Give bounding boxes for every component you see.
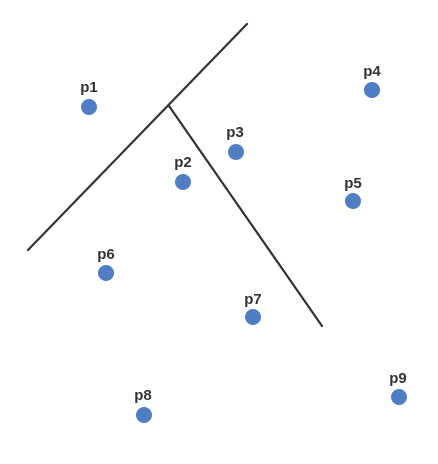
point-marker-p5	[345, 193, 361, 209]
point-marker-p4	[364, 82, 380, 98]
point-p9: p9	[389, 370, 407, 405]
point-label-p7: p7	[244, 291, 262, 308]
point-label-p6: p6	[97, 246, 115, 263]
point-label-p9: p9	[389, 370, 407, 387]
point-p3: p3	[226, 124, 244, 160]
point-label-p5: p5	[344, 175, 362, 192]
point-marker-p7	[245, 309, 261, 325]
point-label-p8: p8	[134, 387, 152, 404]
point-p7: p7	[244, 291, 262, 325]
point-label-p1: p1	[80, 79, 98, 96]
point-marker-p8	[136, 407, 152, 423]
point-p8: p8	[134, 387, 152, 423]
point-marker-p9	[391, 389, 407, 405]
point-p2: p2	[174, 154, 192, 190]
point-marker-p2	[175, 174, 191, 190]
point-marker-p6	[98, 265, 114, 281]
point-label-p4: p4	[363, 63, 381, 80]
dividing-line-branch	[167, 104, 324, 328]
point-p5: p5	[344, 175, 362, 209]
point-p1: p1	[80, 79, 98, 115]
point-p4: p4	[363, 63, 381, 98]
dividing-lines	[26, 22, 324, 328]
dividing-line-long	[26, 22, 249, 252]
point-marker-p1	[81, 99, 97, 115]
point-marker-p3	[228, 144, 244, 160]
point-p6: p6	[97, 246, 115, 281]
point-label-p3: p3	[226, 124, 244, 141]
point-label-p2: p2	[174, 154, 192, 171]
